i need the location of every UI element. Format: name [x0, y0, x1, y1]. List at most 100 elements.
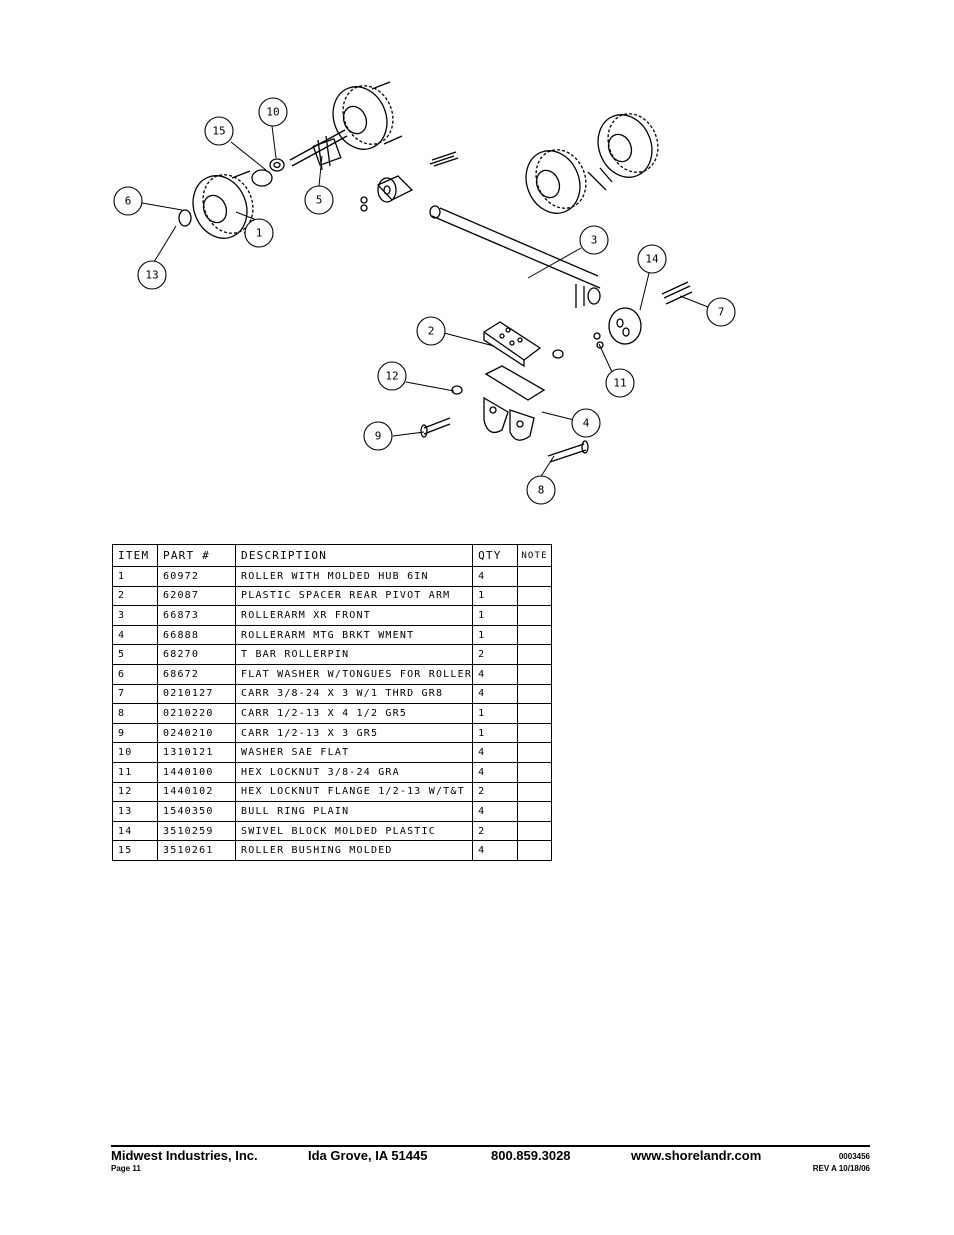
cell-part-number: 1310121: [157, 742, 236, 763]
callout-9: 9: [375, 430, 382, 443]
cell-part-number: 68672: [157, 663, 236, 685]
cell-item: 10: [112, 742, 158, 763]
cell-item: 8: [112, 703, 158, 724]
cell-description: ROLLERARM XR FRONT: [234, 605, 474, 626]
cell-qty: 4: [472, 566, 519, 587]
cell-description: ROLLER WITH MOLDED HUB 6IN: [234, 566, 474, 587]
cell-description: HEX LOCKNUT 3/8-24 GRA: [234, 761, 474, 783]
callout-1-balloon: [244, 218, 274, 248]
cell-qty: 4: [472, 840, 519, 861]
cell-qty: 2: [472, 820, 519, 842]
cell-part-number: 3510259: [157, 820, 236, 842]
col-description-header: DESCRIPTION: [234, 544, 474, 567]
cell-description: FLAT WASHER W/TONGUES FOR ROLLER: [234, 663, 474, 685]
cell-description: PLASTIC SPACER REAR PIVOT ARM: [234, 585, 474, 607]
cell-note: [517, 585, 553, 607]
cell-part-number: 1440102: [157, 781, 236, 803]
cell-qty: 1: [472, 605, 519, 626]
footer-website: www.shorelandr.com: [631, 1148, 762, 1163]
swivel-block-upper: [360, 175, 414, 212]
cell-qty: 4: [472, 683, 519, 705]
callout-6: 6: [125, 195, 132, 208]
cell-part-number: 66888: [157, 624, 236, 646]
cell-qty: 4: [472, 761, 519, 783]
cell-qty: 4: [472, 742, 519, 763]
cell-part-number: 68270: [157, 644, 236, 665]
footer-rule: [111, 1145, 870, 1147]
cell-description: CARR 3/8-24 X 3 W/1 THRD GR8: [234, 683, 474, 705]
cell-note: [517, 840, 553, 861]
carriage-bolts-upper: [429, 151, 459, 167]
cell-qty: 2: [472, 781, 519, 803]
cell-qty: 1: [472, 585, 519, 607]
callout-12: 12: [385, 370, 398, 383]
cell-note: [517, 566, 553, 587]
callout-14: 14: [645, 253, 659, 266]
footer-revision: REV A 10/18/06: [812, 1164, 870, 1173]
callout-3: 3: [591, 234, 598, 247]
callout-7: 7: [718, 306, 725, 319]
footer-doc-number: 0003456: [838, 1152, 870, 1161]
cell-qty: 4: [472, 663, 519, 685]
cell-item: 2: [112, 585, 158, 607]
cell-description: T BAR ROLLERPIN: [234, 644, 474, 665]
carriage-bolt-8: [547, 440, 589, 463]
cell-note: [517, 663, 553, 685]
callout-4-balloon: [571, 408, 601, 438]
col-part-header: PART #: [157, 544, 236, 567]
cell-description: SWIVEL BLOCK MOLDED PLASTIC: [234, 820, 474, 842]
cell-note: [517, 644, 553, 665]
cell-qty: 2: [472, 644, 519, 665]
col-item-header: ITEM: [112, 544, 158, 567]
cell-qty: 1: [472, 624, 519, 646]
roller-right-front: [525, 149, 587, 214]
callout-13-balloon: [137, 260, 167, 290]
cell-part-number: 62087: [157, 585, 236, 607]
exploded-parts-diagram: 1 2 3 4 5 6 7 8 9 10 11 12 13 14 15: [113, 81, 736, 505]
cell-item: 13: [112, 801, 158, 822]
callout-5-balloon: [304, 185, 334, 215]
col-note-header: NOTE: [517, 544, 553, 567]
cell-part-number: 60972: [157, 566, 236, 587]
cell-item: 9: [112, 722, 158, 744]
footer-location: Ida Grove, IA 51445: [308, 1148, 428, 1163]
swivel-block-lower: [593, 307, 642, 349]
cell-note: [517, 703, 553, 724]
callout-13: 13: [145, 269, 158, 282]
callout-14-balloon: [637, 244, 667, 274]
callout-2-balloon: [416, 316, 446, 346]
cell-item: 1: [112, 566, 158, 587]
plastic-spacer: [482, 321, 564, 368]
callout-1: 1: [256, 227, 263, 240]
col-qty-header: QTY: [472, 544, 519, 567]
cell-qty: 1: [472, 722, 519, 744]
rollerarm-mtg-bracket: [451, 365, 546, 441]
callout-11: 11: [613, 377, 626, 390]
cell-part-number: 1540350: [157, 801, 236, 822]
cell-item: 6: [112, 663, 158, 685]
cell-item: 12: [112, 781, 158, 803]
cell-note: [517, 761, 553, 783]
callout-10: 10: [266, 106, 279, 119]
carriage-bolt-9: [420, 417, 451, 438]
cell-item: 7: [112, 683, 158, 705]
cell-part-number: 3510261: [157, 840, 236, 861]
cell-item: 14: [112, 820, 158, 842]
callout-12-balloon: [377, 361, 407, 391]
callout-7-balloon: [706, 297, 736, 327]
carriage-bolts-right: [661, 281, 693, 305]
callout-8: 8: [538, 484, 545, 497]
cell-qty: 4: [472, 801, 519, 822]
callout-5: 5: [316, 194, 323, 207]
callout-3-balloon: [579, 225, 609, 255]
